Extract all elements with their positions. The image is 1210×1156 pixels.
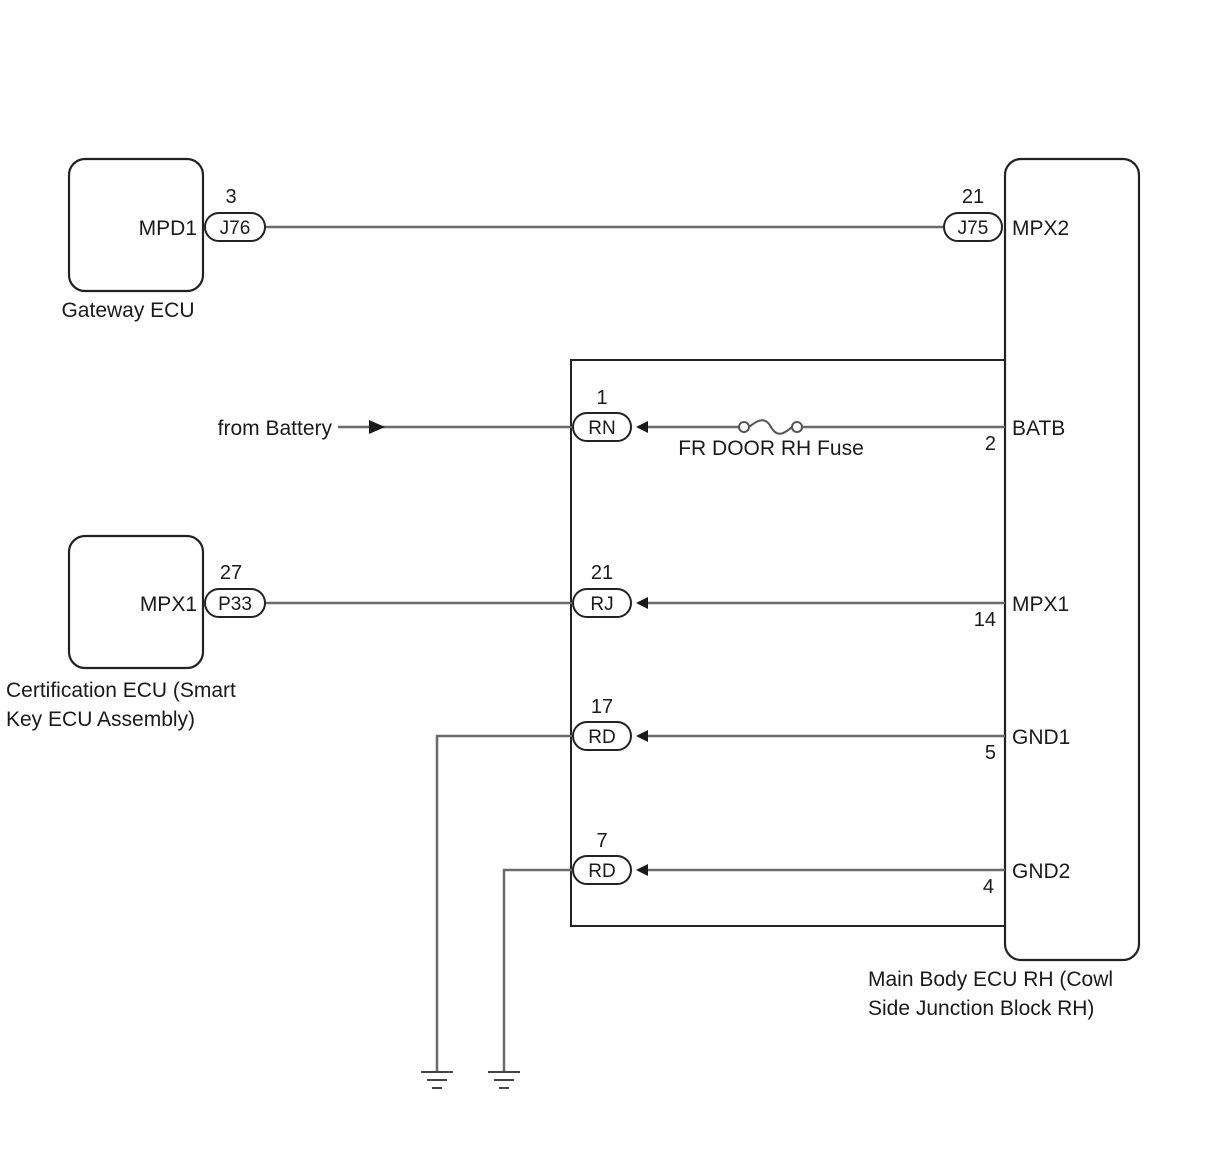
main-body-terminal-mpx2: MPX2: [1012, 217, 1069, 240]
main-body-terminal-mpx1: MPX1: [1012, 593, 1069, 616]
main-body-terminal-gnd2-pin: 4: [983, 876, 994, 898]
main-body-terminal-gnd1-pin: 5: [985, 742, 996, 764]
connector-rn: [572, 412, 632, 442]
connector-p33: [204, 588, 266, 618]
connector-rd-7-id: RD: [588, 861, 615, 882]
junction-block-frame: [570, 359, 1005, 927]
main-body-terminal-batb-pin: 2: [985, 433, 996, 455]
connector-rj-id: RJ: [590, 594, 613, 615]
wire-rd17-ground: [435, 734, 573, 1072]
connector-rd-17-pin: 17: [591, 696, 613, 718]
terminal-arrow-icon: [636, 597, 648, 609]
connector-j76: [204, 212, 266, 242]
connector-j76-pin: 3: [225, 186, 236, 208]
connector-j75-pin: 21: [962, 186, 984, 208]
connector-rd-7-pin: 7: [596, 830, 607, 852]
connector-j75-id: J75: [958, 218, 989, 239]
ground-icon: [421, 1071, 453, 1089]
ground-icon: [488, 1071, 520, 1089]
connector-rd-17: [572, 721, 632, 751]
fuse-label: FR DOOR RH Fuse: [678, 437, 864, 460]
gateway-ecu-terminal-label: MPD1: [139, 217, 197, 240]
wire-rd7-ground: [502, 868, 573, 1072]
certification-ecu-label-line2: Key ECU Assembly): [6, 708, 195, 731]
certification-ecu-label-line1: Certification ECU (Smart: [6, 679, 236, 702]
connector-rj: [572, 588, 632, 618]
main-body-terminal-batb: BATB: [1012, 417, 1065, 440]
certification-ecu-box: [67, 534, 205, 670]
connector-rj-pin: 21: [591, 562, 613, 584]
terminal-arrow-icon: [636, 421, 648, 433]
terminal-arrow-icon: [636, 864, 648, 876]
terminal-arrow-icon: [636, 730, 648, 742]
certification-ecu-terminal-label: MPX1: [140, 593, 197, 616]
battery-arrow-icon: [369, 420, 385, 434]
gateway-ecu-label: Gateway ECU: [61, 299, 194, 322]
main-body-ecu-box: [1003, 157, 1141, 962]
connector-rd-17-id: RD: [588, 727, 615, 748]
main-body-terminal-gnd2: GND2: [1012, 860, 1070, 883]
connector-p33-id: P33: [218, 594, 252, 615]
connector-p33-pin: 27: [220, 562, 242, 584]
gateway-ecu-box: [67, 157, 205, 293]
connector-j75: [943, 212, 1003, 242]
main-body-terminal-gnd1: GND1: [1012, 726, 1070, 749]
connector-rn-id: RN: [588, 418, 615, 439]
main-body-ecu-label-line2: Side Junction Block RH): [868, 997, 1094, 1020]
connector-rn-pin: 1: [596, 387, 607, 409]
main-body-terminal-mpx1-pin: 14: [974, 609, 996, 631]
battery-source-label: from Battery: [218, 417, 333, 440]
main-body-ecu-label-line1: Main Body ECU RH (Cowl: [868, 968, 1113, 991]
connector-rd-7: [572, 855, 632, 885]
connector-j76-id: J76: [220, 218, 251, 239]
fuse-icon: [738, 419, 803, 435]
